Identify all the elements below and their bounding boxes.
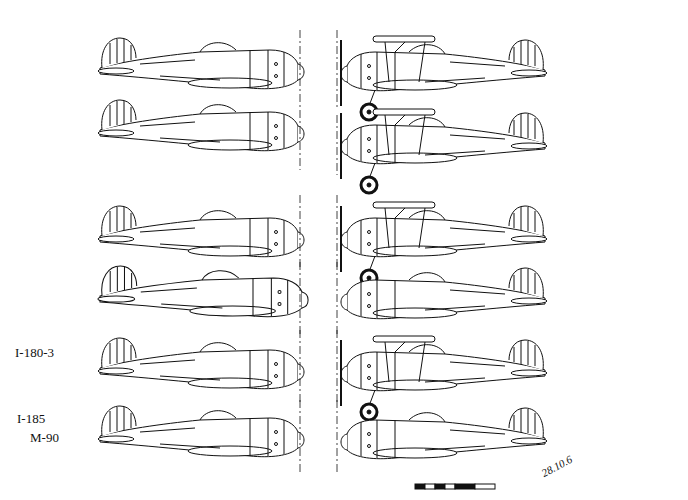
- aircraft-name: I-180-3: [15, 346, 54, 359]
- engine-name: M-90: [30, 431, 59, 444]
- aircraft-name: I-185: [17, 412, 45, 425]
- signature-date: 28.10.6: [540, 454, 574, 479]
